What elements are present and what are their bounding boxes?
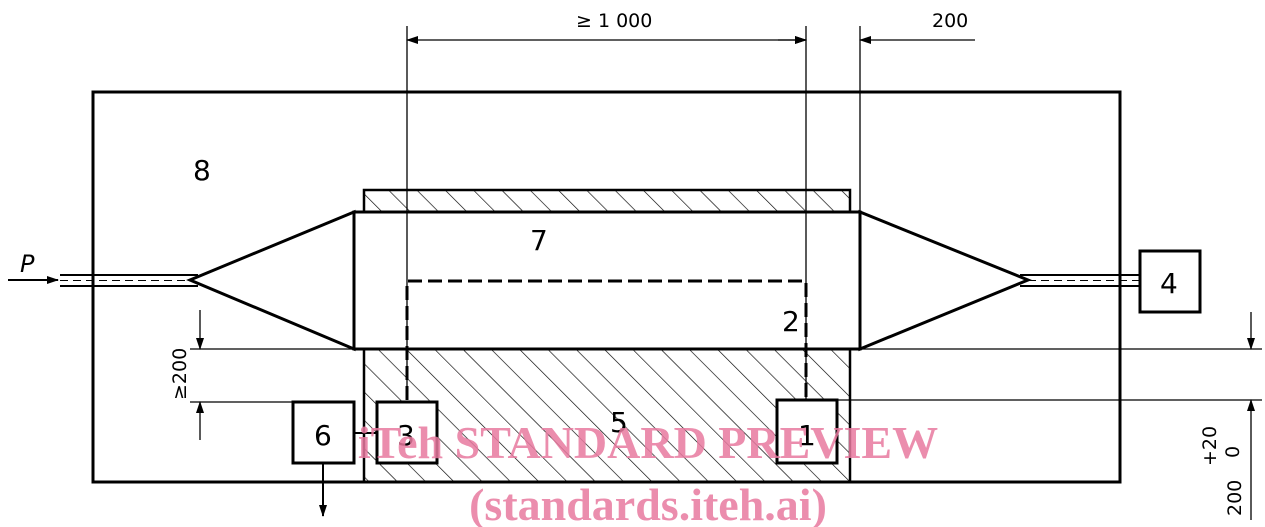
outlet-cone	[858, 209, 1032, 352]
dim-height-right-text: 200	[1224, 480, 1246, 516]
label-5: 5	[610, 406, 628, 439]
label-4: 4	[1160, 267, 1178, 300]
label-6: 6	[314, 419, 332, 452]
watermark-url: (standards.iteh.ai)	[469, 479, 827, 527]
dim-offset-text: 200	[932, 10, 968, 32]
inlet-cone	[186, 209, 356, 352]
dim-height-left-text: ≥200	[169, 348, 191, 400]
dim-tolerance-upper: +20	[1199, 426, 1221, 466]
label-1: 1	[798, 419, 816, 452]
box-1	[775, 398, 839, 465]
dim-tolerance-lower: 0	[1222, 446, 1244, 458]
box-4	[1138, 249, 1202, 314]
label-2: 2	[782, 305, 800, 338]
label-8: 8	[193, 154, 211, 187]
top-hatched-band	[362, 188, 852, 214]
label-7: 7	[530, 224, 548, 257]
label-3: 3	[397, 419, 415, 452]
watermark-title: iTeh STANDARD PREVIEW	[358, 417, 938, 468]
dim-length-text: ≥ 1 000	[576, 10, 652, 32]
label-p: P	[20, 250, 35, 278]
box-6	[291, 400, 356, 465]
